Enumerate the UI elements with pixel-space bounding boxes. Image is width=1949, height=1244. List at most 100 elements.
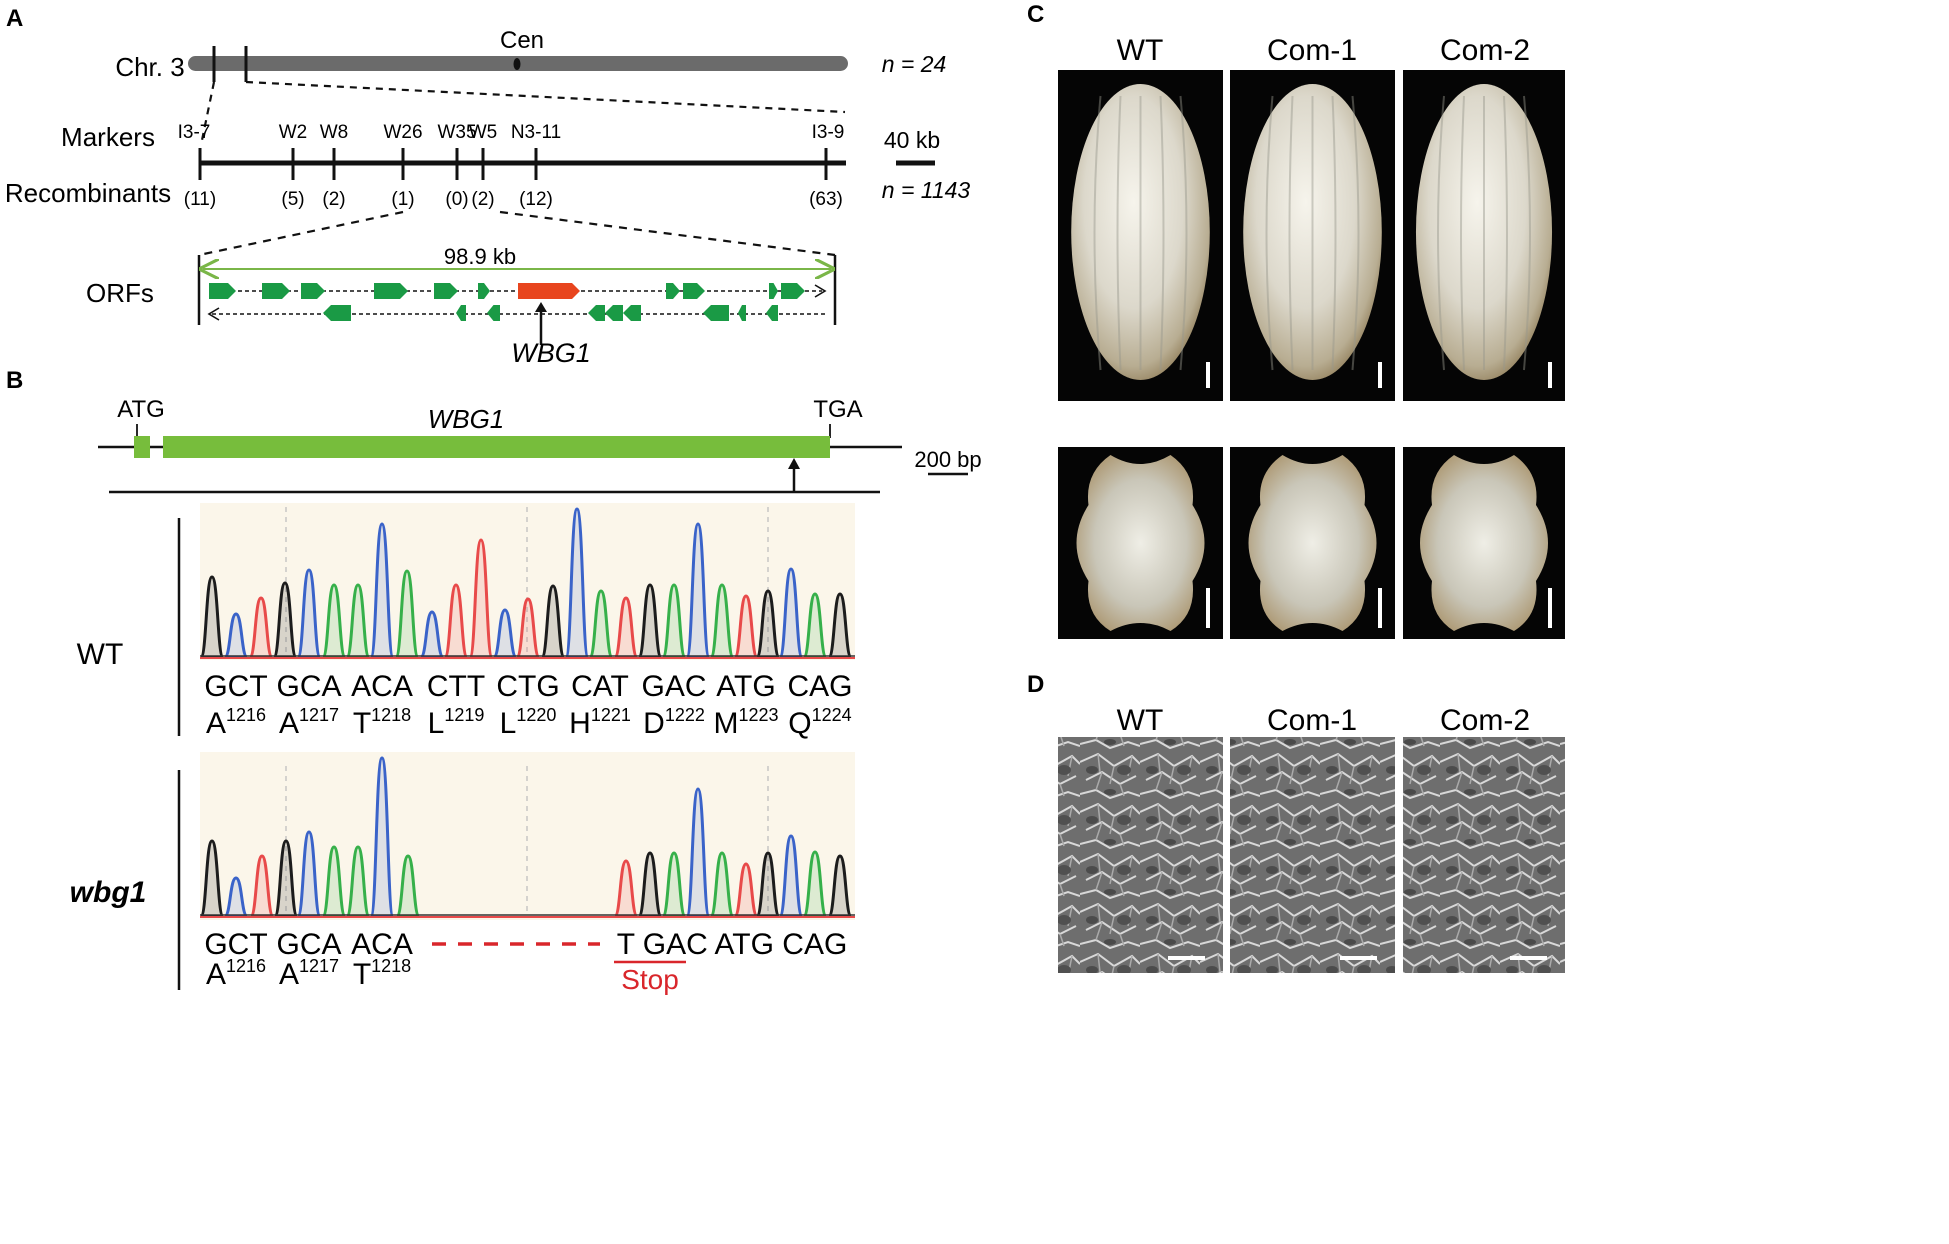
trace-peak (588, 589, 614, 659)
sem-column-header: Com-2 (1440, 704, 1530, 737)
mutant-codon-row: GCT GCA ACA (204, 928, 413, 961)
cross-section-image (1420, 455, 1548, 631)
codon: CAG (787, 670, 852, 703)
wt-label: WT (77, 638, 124, 671)
mutation-pointer-head (788, 458, 800, 469)
codon: ACA (351, 928, 413, 961)
orf-forward (209, 283, 236, 299)
trace-peak (778, 834, 804, 918)
orf-forward (434, 283, 458, 299)
codon: ACA (351, 670, 413, 703)
amino-acid: D1222 (643, 705, 705, 740)
stop-label: Stop (621, 964, 679, 995)
amino-acid: A1216 (206, 705, 266, 740)
trace-peak (443, 583, 469, 659)
trace-peak (369, 756, 395, 918)
marker-name: W26 (383, 122, 422, 143)
amino-acid: A1217 (279, 705, 339, 740)
cross-section-image (1076, 455, 1205, 631)
sem-image (1403, 737, 1565, 973)
marker-recombinants: (2) (471, 189, 494, 210)
orf-reverse (738, 305, 746, 321)
trace-peak (778, 567, 804, 659)
recombinants-n: n = 1143 (882, 177, 971, 203)
grain-image (1415, 84, 1553, 380)
trace-peak (802, 592, 828, 659)
codon: ATG (716, 670, 775, 703)
marker-recombinants: (0) (445, 189, 468, 210)
trace-peak (345, 583, 371, 659)
grain-column-header: Com-1 (1267, 34, 1357, 67)
panel-b-label: B (6, 367, 23, 394)
orf-reverse (703, 305, 729, 321)
marker-name: W2 (279, 122, 308, 143)
trace-peak (273, 839, 299, 918)
trace-peak (199, 839, 225, 918)
orf-forward (781, 283, 805, 299)
panel-d-images (1058, 737, 1565, 973)
trace-peak (272, 581, 298, 659)
grain-ridge (1523, 95, 1531, 371)
grain-ridge (1265, 95, 1274, 371)
marker-recombinants: (11) (184, 189, 216, 210)
grain-image (1243, 84, 1382, 380)
orf-forward (301, 283, 325, 299)
trace-peak (755, 589, 781, 659)
trace-peak (613, 859, 639, 918)
orf-forward (769, 283, 778, 299)
mutant-label: wbg1 (70, 876, 147, 909)
orf-reverse (487, 305, 500, 321)
trace-peak (685, 522, 711, 659)
panel-c-images (1058, 70, 1565, 639)
trace-peak (369, 522, 395, 659)
zoom-line-orf-right (499, 210, 836, 257)
scale-200bp-label: 200 bp (914, 447, 981, 472)
codon: GAC (641, 670, 706, 703)
trace-peak (802, 850, 828, 918)
codon: GCA (276, 928, 341, 961)
trace-peak (733, 594, 759, 659)
panel-a-label: A (6, 5, 23, 32)
orf-reverse (588, 305, 605, 321)
orf-forward (262, 283, 290, 299)
start-codon-label: ATG (117, 396, 165, 423)
trace-peak (321, 845, 347, 918)
trace-peak (248, 596, 274, 659)
codon: GCT (204, 928, 267, 961)
orf-reverse (456, 305, 466, 321)
marker-name: W35 (437, 122, 476, 143)
grain-ridge (1460, 95, 1465, 371)
orf-forward (666, 283, 680, 299)
marker-name: N3-11 (511, 122, 561, 143)
exon-1 (134, 436, 150, 458)
trace-peak (515, 597, 541, 659)
trace-peak (685, 787, 711, 918)
wt-chromatogram (199, 507, 855, 659)
trace-peak (709, 851, 735, 918)
marker-recombinants: (2) (322, 189, 345, 210)
reverse-strand-arrow (207, 307, 220, 321)
grain-ridge (1179, 95, 1188, 371)
trace-peak (661, 851, 687, 918)
gene-name-label: WBG1 (428, 404, 505, 434)
codon: CAT (571, 670, 629, 703)
trace-peak (709, 583, 735, 659)
trace-peak (199, 575, 225, 659)
amino-acid: T1218 (353, 956, 411, 991)
amino-acid: H1221 (569, 705, 631, 740)
trace-peak (419, 610, 445, 659)
trace-peak (827, 592, 853, 659)
orf-reverse (605, 305, 623, 321)
amino-acid: L1220 (500, 705, 557, 740)
trace-peak (492, 608, 518, 659)
panel-c-label: C (1027, 1, 1044, 28)
grain-ridge (1116, 95, 1122, 371)
candidate-pointer-head (535, 302, 547, 312)
orf-forward (374, 283, 408, 299)
marker-name: W5 (469, 122, 498, 143)
codon: GCA (276, 670, 341, 703)
amino-acid: T1218 (353, 705, 411, 740)
trace-peak (394, 569, 420, 659)
